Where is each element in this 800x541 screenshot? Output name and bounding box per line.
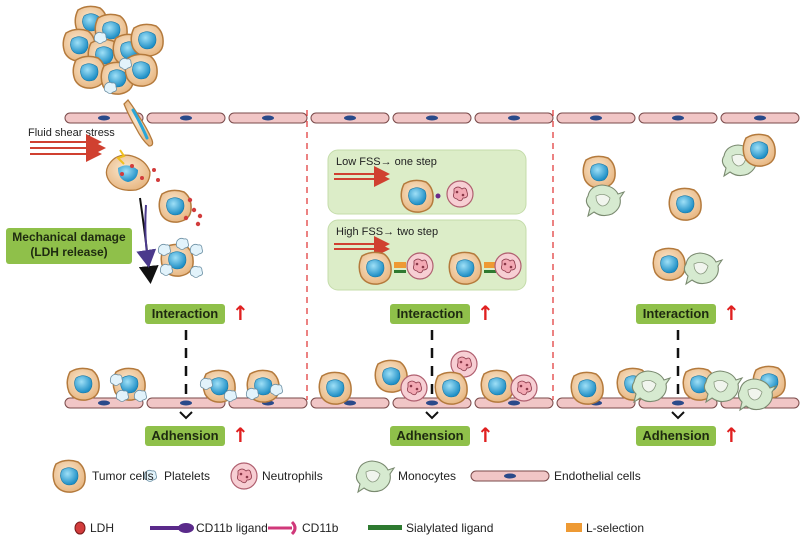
legend-lselection-label: L-selection bbox=[586, 521, 645, 535]
adhension-label-3: Adhension bbox=[636, 426, 716, 446]
mechanical-damage-line1: Mechanical damage bbox=[12, 230, 126, 244]
legend-monocytes-label: Monocytes bbox=[398, 469, 457, 483]
legend-endothelial-icon bbox=[470, 470, 550, 482]
fluid-shear-stress-label: Fluid shear stress bbox=[28, 127, 115, 139]
mechanical-damage-box: Mechanical damage (LDH release) bbox=[6, 228, 132, 264]
legend-cd11b-label: CD11b bbox=[302, 521, 339, 535]
legend-endothelial-label: Endothelial cells bbox=[554, 469, 641, 483]
legend-icons bbox=[52, 459, 582, 536]
ldh-arrow bbox=[136, 204, 157, 268]
mechanical-damage-line2: (LDH release) bbox=[30, 245, 108, 259]
bottom-endothelial-layer bbox=[64, 397, 800, 409]
tumor-cluster bbox=[62, 5, 164, 147]
legend-sialylated-icon bbox=[368, 525, 402, 530]
legend-cd11b-icon bbox=[268, 520, 297, 536]
top-endothelial-layer bbox=[64, 112, 800, 124]
increase-arrow-icon: ↑ bbox=[232, 301, 249, 325]
legend-tumor-icon bbox=[52, 459, 86, 493]
interaction-label-2: Interaction bbox=[390, 304, 470, 324]
increase-arrow-icon: ↑ bbox=[477, 301, 494, 325]
high-fss-label: High FSS→ two step bbox=[336, 226, 438, 238]
increase-arrow-icon: ↑ bbox=[477, 423, 494, 447]
interaction-label-1: Interaction bbox=[145, 304, 225, 324]
increase-arrow-icon: ↑ bbox=[723, 423, 740, 447]
legend-sialylated-label: Sialylated ligand bbox=[406, 521, 494, 535]
legend-platelets-label: Platelets bbox=[164, 469, 211, 483]
adhension-label-2: Adhension bbox=[390, 426, 470, 446]
shear-arrows bbox=[30, 134, 106, 162]
legend-neutrophil-icon bbox=[230, 462, 258, 490]
legend-neutrophils-label: Neutrophils bbox=[262, 469, 323, 483]
legend-monocyte-icon bbox=[355, 460, 395, 493]
low-fss-label: Low FSS→ one step bbox=[336, 156, 437, 168]
legend-tumor-label: Tumor cells bbox=[92, 469, 154, 483]
panel3-cells bbox=[582, 133, 776, 285]
interaction-label-3: Interaction bbox=[636, 304, 716, 324]
increase-arrow-icon: ↑ bbox=[723, 301, 740, 325]
lightning-icon bbox=[116, 149, 126, 165]
damaged-tumor-cells bbox=[105, 149, 203, 278]
legend-lselection-icon bbox=[566, 523, 582, 532]
legend-ldh-icon bbox=[74, 521, 86, 535]
legend-cd11b-ligand-label: CD11b ligand bbox=[196, 521, 268, 535]
legend-ldh-label: LDH bbox=[90, 521, 115, 535]
adhension-label-1: Adhension bbox=[145, 426, 225, 446]
increase-arrow-icon: ↑ bbox=[232, 423, 249, 447]
